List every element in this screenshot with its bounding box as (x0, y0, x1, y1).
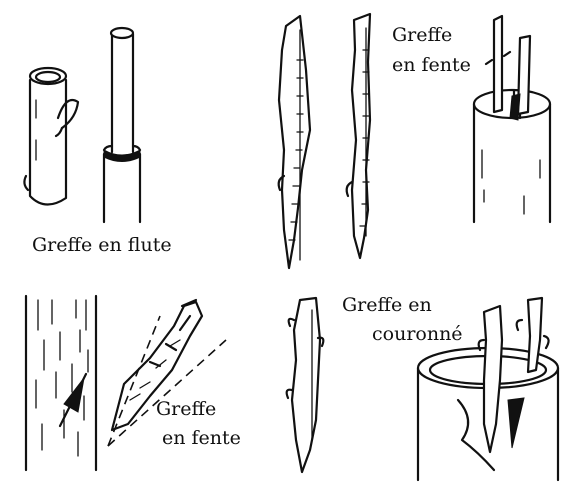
fente-scion-right (347, 14, 370, 258)
label-greffe-en-fente-top-1: Greffe (392, 24, 452, 46)
label-greffe-en-fente-bottom-2: en fente (162, 427, 241, 449)
fente-scion-left (279, 16, 310, 268)
label-greffe-en-couronne-1: Greffe en (342, 294, 432, 316)
fente-bottom-scion (108, 300, 226, 446)
label-greffe-en-fente-bottom-1: Greffe (156, 398, 216, 420)
flute-graft-bark-tube (24, 68, 78, 205)
couronne-scion (287, 298, 324, 472)
fente-trunk (26, 296, 96, 470)
label-greffe-en-fente-top-2: en fente (392, 54, 471, 76)
flute-graft-stock (104, 28, 140, 222)
label-greffe-en-flute: Greffe en flute (32, 234, 172, 256)
label-greffe-en-couronne-2: couronné (372, 323, 463, 345)
